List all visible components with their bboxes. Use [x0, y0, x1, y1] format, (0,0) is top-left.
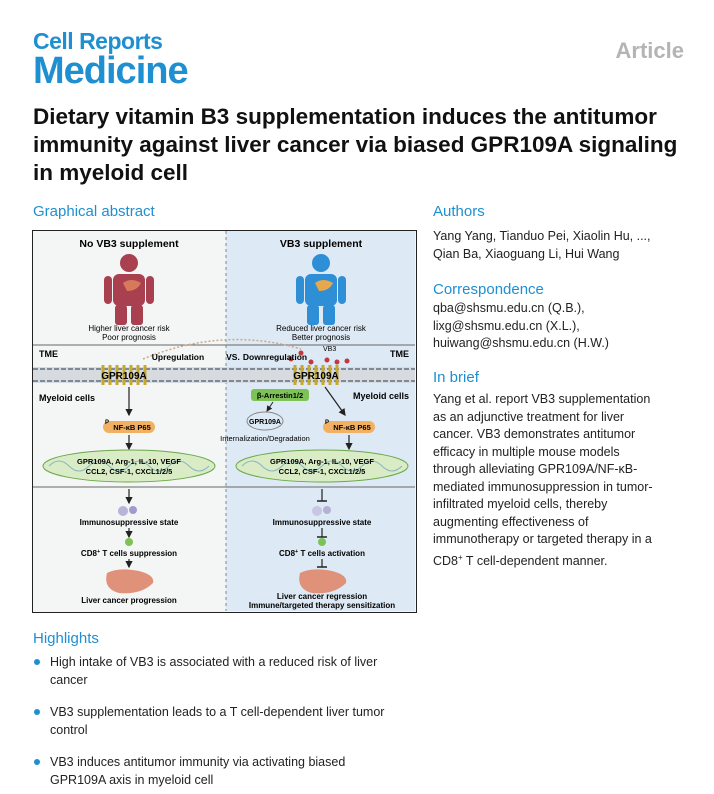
genes-line2-right: CCL2, CSF-1, CXCL1/2/5 — [279, 467, 366, 476]
internalization-label: Internalization/Degradation — [220, 434, 310, 443]
right-outcome-2: Better prognosis — [292, 333, 350, 342]
journal-name-line2: Medicine — [33, 50, 189, 92]
immune-cell-icon-left — [118, 506, 128, 516]
cell-membrane — [33, 367, 415, 383]
authors-heading: Authors — [433, 203, 485, 220]
in-brief-line: efficacy in multiple mouse models — [433, 444, 620, 459]
immune-cell-icon-left-2 — [129, 506, 137, 514]
authors-list: Yang Yang, Tianduo Pei, Xiaolin Hu, ...,… — [433, 228, 693, 263]
tme-label-left: TME — [39, 349, 58, 359]
dna-helix-icon-right — [241, 460, 403, 472]
final-outcome-right-1: Liver cancer regression — [277, 592, 367, 601]
dna-helix-icon-left — [48, 460, 210, 472]
graphical-abstract-svg: No VB3 supplement VB3 supplement Higher … — [33, 231, 415, 611]
in-brief-last-line: CD8+ T cell-dependent manner. — [433, 552, 608, 568]
person-icon-vb3 — [296, 254, 346, 325]
final-outcome-left: Liver cancer progression — [81, 596, 177, 605]
genes-line1-left: GPR109A, Arg-1, IL-10, VEGF — [77, 457, 181, 466]
article-title: Dietary vitamin B3 supplementation induc… — [33, 104, 678, 185]
genes-line1-right: GPR109A, Arg-1, IL-10, VEGF — [270, 457, 374, 466]
tcell-icon-left — [125, 538, 133, 546]
arrestin-box — [251, 389, 309, 401]
no-vb3-title: No VB3 supplement — [79, 238, 179, 250]
right-outcome-1: Reduced liver cancer risk — [276, 324, 367, 333]
arrestin-label: β-Arrestin1/2 — [257, 391, 303, 400]
gpr109a-receptor-left — [101, 365, 147, 385]
nfkb-box-left — [103, 421, 155, 433]
article-type-label: Article — [615, 38, 684, 63]
left-outcome-1: Higher liver cancer risk — [88, 324, 170, 333]
highlight-line: VB3 induces antitumor immunity via activ… — [50, 755, 346, 769]
authors-line1: Yang Yang, Tianduo Pei, Xiaolin Hu, ..., — [433, 229, 651, 243]
nfkb-box-right — [323, 421, 375, 433]
in-brief-line: through alleviating GPR109A/NF-κB- — [433, 462, 638, 476]
correspondence-heading: Correspondence — [433, 281, 544, 298]
internalized-receptor-label: GPR109A — [249, 419, 281, 426]
in-brief-line: as an adjunctive treatment for liver — [433, 409, 625, 424]
vs-label: VS. — [226, 352, 240, 362]
journal-name-line1: Cell Reports — [33, 28, 163, 54]
endosome-icon — [246, 411, 284, 431]
person-icon-no-vb3 — [104, 254, 154, 325]
tcell-label-left: CD8+ T cells suppression — [81, 549, 177, 558]
highlights-heading: Highlights — [33, 630, 99, 647]
highlight-line: High intake of VB3 is associated with a … — [50, 655, 378, 669]
immune-cell-icon-right-2 — [323, 506, 331, 514]
correspondence-email-2[interactable]: lixg@shsmu.edu.cn (X.L.), — [433, 318, 580, 333]
vb3-title: VB3 supplement — [280, 238, 363, 250]
bullet-icon — [34, 659, 40, 665]
in-brief-line: Yang et al. report VB3 supplementation — [433, 392, 651, 406]
arrestin-arrow — [266, 401, 274, 412]
myeloid-cells-label-right: Myeloid cells — [353, 391, 409, 401]
in-brief-line: mediated immunosuppression in tumor- — [433, 479, 653, 494]
final-outcome-right-2: Immune/targeted therapy sensitization — [249, 601, 395, 610]
myeloid-cells-label-left: Myeloid cells — [39, 393, 95, 403]
correspondence-list: qba@shsmu.edu.cn (Q.B.), lixg@shsmu.edu.… — [433, 300, 693, 353]
highlight-line: control — [50, 723, 88, 737]
graphical-abstract-figure: No VB3 supplement VB3 supplement Higher … — [32, 230, 417, 613]
gpr109a-receptor-right — [293, 365, 339, 385]
highlight-item: VB3 induces antitumor immunity via activ… — [34, 753, 434, 789]
graphical-abstract-heading: Graphical abstract — [33, 203, 155, 220]
gpr109a-label-left: GPR109A — [101, 371, 147, 382]
highlight-item: High intake of VB3 is associated with a … — [34, 653, 434, 689]
genes-line2-left: CCL2, CSF-1, CXCL1/2/5 — [86, 467, 173, 476]
tme-label-right: TME — [390, 349, 409, 359]
immuno-state-right: Immunosuppressive state — [273, 518, 372, 527]
in-brief-line: immunotherapy or targeted therapy in a — [433, 532, 652, 546]
immuno-state-left: Immunosuppressive state — [80, 518, 179, 527]
highlight-item: VB3 supplementation leads to a T cell-de… — [34, 703, 434, 739]
immune-cell-icon-right — [312, 506, 322, 516]
vb3-molecules-icon — [288, 350, 350, 365]
nfkb-p-right: P — [325, 420, 329, 426]
gpr109a-label-right: GPR109A — [293, 371, 339, 382]
nfkb-label-right: NF-κB P65 — [333, 423, 371, 432]
tcell-icon-right — [318, 538, 326, 546]
vb3-label: VB3 — [323, 346, 336, 353]
correspondence-email-1[interactable]: qba@shsmu.edu.cn (Q.B.), — [433, 301, 585, 315]
in-brief-text: Yang et al. report VB3 supplementation a… — [433, 391, 693, 570]
in-brief-line: augmenting effectiveness of — [433, 514, 589, 529]
nfkb-label-left: NF-κB P65 — [113, 423, 151, 432]
highlight-line: VB3 supplementation leads to a T cell-de… — [50, 705, 385, 719]
upregulation-label: Upregulation — [152, 352, 204, 362]
left-outcome-2: Poor prognosis — [102, 333, 156, 342]
highlight-line: cancer — [50, 673, 88, 687]
right-arrow-1 — [324, 386, 346, 416]
bullet-icon — [34, 759, 40, 765]
highlight-line: GPR109A axis in myeloid cell — [50, 773, 214, 787]
liver-icon-right — [299, 569, 347, 594]
in-brief-heading: In brief — [433, 369, 479, 386]
in-brief-line: infiltrated myeloid cells, thereby — [433, 497, 608, 511]
bullet-icon — [34, 709, 40, 715]
authors-line2: Qian Ba, Xiaoguang Li, Hui Wang — [433, 246, 620, 261]
correspondence-email-3[interactable]: huiwang@shsmu.edu.cn (H.W.) — [433, 336, 609, 350]
nfkb-p-left: P — [105, 420, 109, 426]
in-brief-line: cancer. VB3 demonstrates antitumor — [433, 427, 636, 441]
liver-icon-left — [106, 569, 154, 594]
downregulation-label: Downregulation — [243, 352, 307, 362]
tcell-label-right: CD8+ T cells activation — [279, 549, 365, 558]
journal-logo: Cell Reports Medicine — [33, 28, 189, 92]
